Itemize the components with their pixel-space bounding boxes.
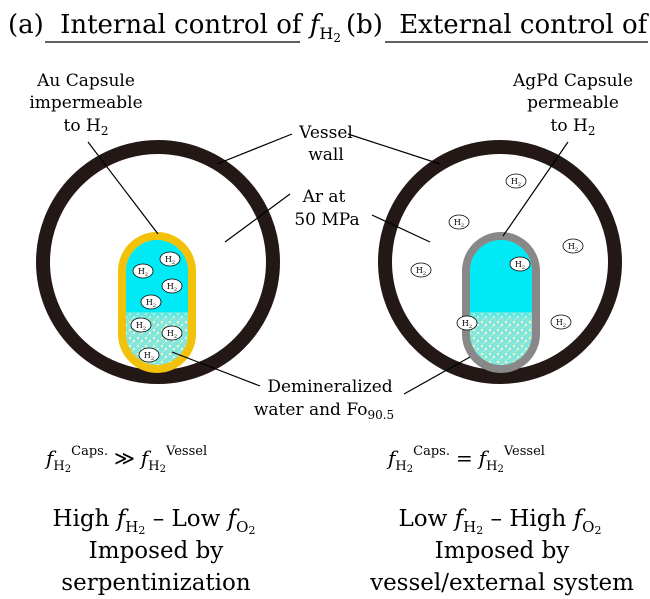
svg-text:High fH2 – Low fO2: High fH2 – Low fO2 xyxy=(53,506,256,537)
svg-text:H2: H2 xyxy=(167,282,177,293)
svg-text:to H2: to H2 xyxy=(64,116,109,138)
svg-text:fH2Caps.≫fH2Vessel: fH2Caps.≫fH2Vessel xyxy=(44,444,207,475)
svg-text:H2: H2 xyxy=(136,321,146,332)
panel-a-title: (a) Internal control of fH2 xyxy=(8,10,341,45)
svg-text:H2: H2 xyxy=(144,351,154,362)
svg-text:AgPd Capsule: AgPd Capsule xyxy=(512,71,633,91)
svg-text:(b) External control of: (b) External control of fH2 xyxy=(346,10,650,45)
regime-a: High fH2 – Low fO2 Imposed by serpentini… xyxy=(53,506,256,596)
h2-bubbles-a: H2 H2 H2 H2 H2 H2 H2 xyxy=(130,251,183,363)
vessel-wall-label: Vessel wall xyxy=(298,123,353,165)
svg-text:H2: H2 xyxy=(416,266,426,277)
svg-text:permeable: permeable xyxy=(527,93,619,113)
svg-text:Demineralized: Demineralized xyxy=(267,377,392,397)
svg-text:H2: H2 xyxy=(462,319,472,330)
fluid-label: Demineralized water and Fo90.5 xyxy=(254,377,394,422)
svg-text:H2: H2 xyxy=(146,298,156,309)
svg-text:H2: H2 xyxy=(568,242,578,253)
svg-text:H2: H2 xyxy=(511,177,521,188)
svg-text:impermeable: impermeable xyxy=(29,93,142,113)
fugacity-relation-b: fH2Caps.=fH2Vessel xyxy=(386,444,545,475)
svg-text:H2: H2 xyxy=(454,218,464,229)
svg-text:Low fH2 – High fO2: Low fH2 – High fO2 xyxy=(399,506,602,537)
svg-text:Imposed by: Imposed by xyxy=(435,538,570,564)
agpd-capsule xyxy=(462,232,540,373)
svg-text:H2: H2 xyxy=(167,329,177,340)
argon-gas-label: Ar at 50 MPa xyxy=(294,187,359,230)
svg-text:(a) Internal control of: (a) Internal control of fH2 xyxy=(8,10,341,45)
leader-lines xyxy=(87,133,569,395)
svg-text:H2: H2 xyxy=(515,260,525,271)
capsule-label-b: AgPd Capsule permeable to H2 xyxy=(512,71,633,138)
vessel-wall-a xyxy=(36,140,280,384)
vessel-wall-b xyxy=(378,140,622,384)
svg-text:Imposed by: Imposed by xyxy=(89,538,224,564)
fugacity-relation-a: fH2Caps.≫fH2Vessel xyxy=(44,444,207,475)
svg-text:Au Capsule: Au Capsule xyxy=(36,71,135,91)
capsule-label-a: Au Capsule impermeable to H2 xyxy=(29,71,142,138)
svg-text:to H2: to H2 xyxy=(551,116,596,138)
svg-text:H2: H2 xyxy=(556,318,566,329)
svg-text:H2: H2 xyxy=(165,255,175,266)
svg-text:fH2Caps.=fH2Vessel: fH2Caps.=fH2Vessel xyxy=(386,444,545,475)
svg-text:water and Fo90.5: water and Fo90.5 xyxy=(254,400,394,422)
svg-text:50 MPa: 50 MPa xyxy=(294,210,359,230)
regime-b: Low fH2 – High fO2 Imposed by vessel/ext… xyxy=(369,506,634,596)
svg-text:Ar at: Ar at xyxy=(302,187,346,207)
panel-b-title: (b) External control of fH2 xyxy=(346,10,650,45)
svg-text:serpentinization: serpentinization xyxy=(61,570,251,596)
h2-bubbles-b: H2 H2 H2 H2 H2 H2 H2 xyxy=(410,173,584,331)
svg-text:vessel/external system: vessel/external system xyxy=(369,570,634,596)
svg-text:wall: wall xyxy=(308,145,344,165)
svg-text:H2: H2 xyxy=(138,267,148,278)
svg-text:Vessel: Vessel xyxy=(298,123,353,143)
